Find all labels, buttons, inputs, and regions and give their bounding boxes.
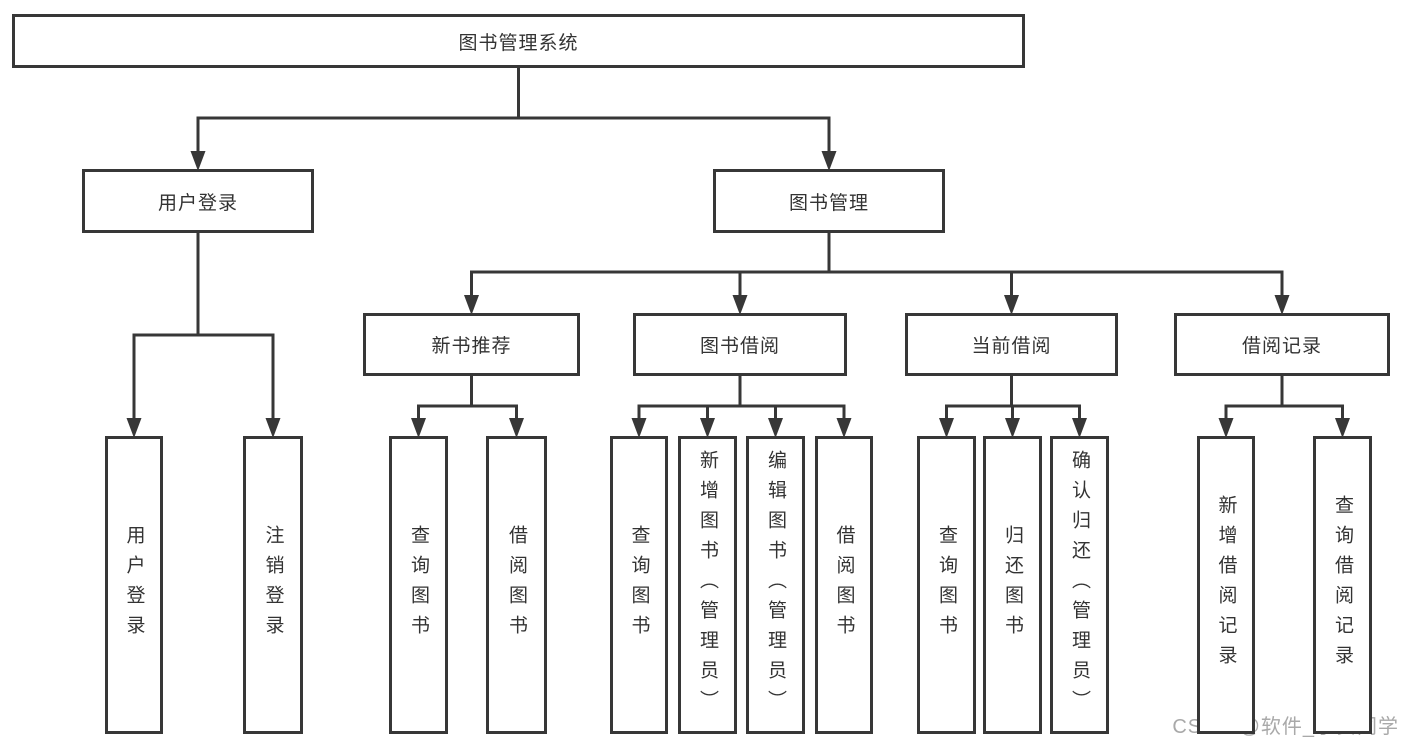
arrowhead-icon	[509, 418, 524, 438]
node-label: 查询图书	[936, 525, 957, 645]
node-br-add-record: 新增借阅记录	[1197, 436, 1255, 734]
arrowhead-icon	[1004, 295, 1019, 315]
node-label: 新增图书（管理员）	[697, 450, 718, 720]
arrowhead-icon	[464, 295, 479, 315]
node-user-login: 用户登录	[82, 169, 314, 233]
arrowhead-icon	[1072, 418, 1087, 438]
node-label: 用户登录	[157, 192, 238, 214]
arrowhead-icon	[190, 151, 206, 171]
node-cb-return-book: 归还图书	[983, 436, 1042, 734]
node-bb-edit-book: 编辑图书（管理员）	[746, 436, 805, 734]
node-label: 查询图书	[408, 525, 429, 645]
arrowhead-icon	[1218, 418, 1234, 438]
node-label: 图书借阅	[699, 336, 780, 357]
arrowhead-icon	[768, 418, 783, 438]
node-label: 注销登录	[262, 525, 284, 645]
arrowhead-icon	[631, 418, 647, 438]
node-current-borrow: 当前借阅	[905, 313, 1118, 376]
arrowhead-icon	[939, 418, 954, 438]
node-label: 查询借阅记录	[1332, 495, 1353, 675]
node-label: 图书管理	[788, 192, 869, 214]
node-rec-borrow-book: 借阅图书	[486, 436, 547, 734]
node-bb-add-book: 新增图书（管理员）	[678, 436, 737, 734]
node-br-query-record: 查询借阅记录	[1313, 436, 1372, 734]
node-book-mgmt: 图书管理	[713, 169, 945, 233]
node-label: 用户登录	[123, 525, 145, 645]
arrowhead-icon	[700, 418, 715, 438]
node-label: 新书推荐	[431, 336, 512, 357]
node-label: 借阅图书	[833, 525, 855, 645]
node-system: 图书管理系统	[12, 14, 1025, 68]
node-new-book-rec: 新书推荐	[363, 313, 580, 376]
node-rec-query-book: 查询图书	[389, 436, 448, 734]
node-borrow-records: 借阅记录	[1174, 313, 1390, 376]
node-cb-query-book: 查询图书	[917, 436, 976, 734]
node-label: 借阅图书	[506, 525, 527, 645]
arrowhead-icon	[265, 418, 281, 438]
node-label: 确认归还（管理员）	[1069, 450, 1090, 720]
node-label: 编辑图书（管理员）	[765, 450, 786, 720]
node-bb-query-book: 查询图书	[610, 436, 668, 734]
node-cb-confirm-return: 确认归还（管理员）	[1050, 436, 1109, 734]
node-login: 用户登录	[105, 436, 163, 734]
node-label: 归还图书	[1002, 525, 1023, 645]
node-label: 当前借阅	[971, 336, 1052, 357]
arrowhead-icon	[1335, 418, 1350, 438]
node-label: 新增借阅记录	[1215, 495, 1237, 675]
node-label: 借阅记录	[1241, 336, 1322, 357]
node-label: 查询图书	[628, 525, 650, 645]
arrowhead-icon	[1005, 418, 1020, 438]
arrowhead-icon	[411, 418, 426, 438]
arrowhead-icon	[126, 418, 142, 438]
node-label: 图书管理系统	[458, 32, 579, 54]
arrowhead-icon	[836, 418, 852, 438]
arrowhead-icon	[821, 151, 837, 171]
arrowhead-icon	[1274, 295, 1290, 315]
node-logout: 注销登录	[243, 436, 303, 734]
node-bb-borrow-book: 借阅图书	[815, 436, 873, 734]
arrowhead-icon	[732, 295, 748, 315]
node-book-borrow: 图书借阅	[633, 313, 847, 376]
